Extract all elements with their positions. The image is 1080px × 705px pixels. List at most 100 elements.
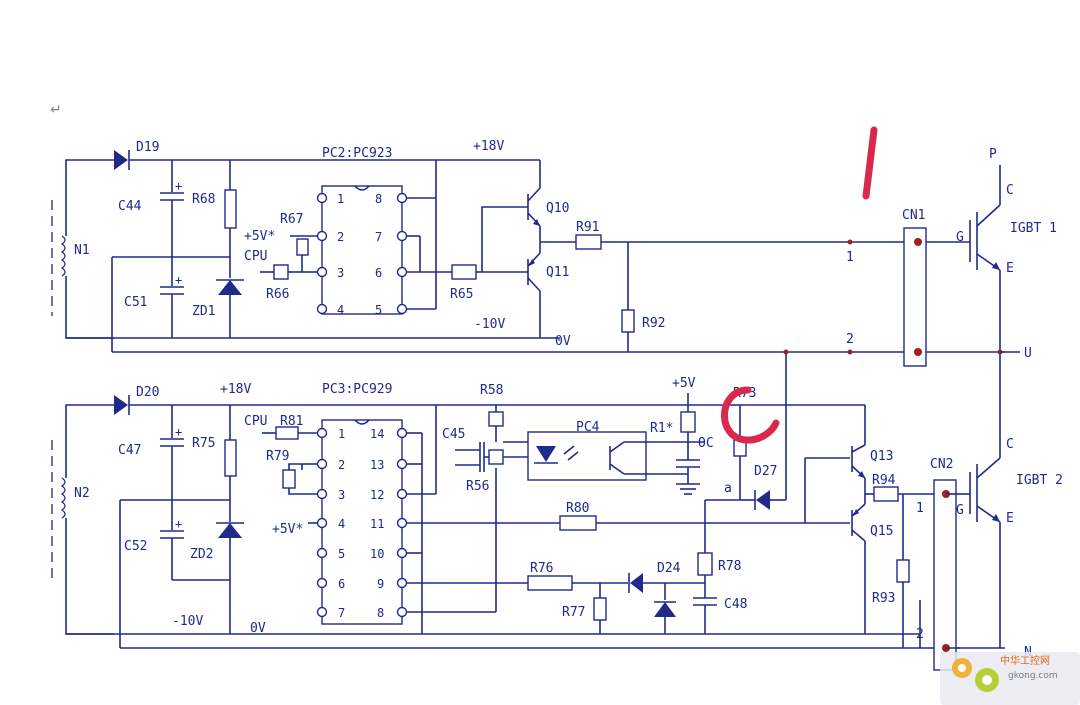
label-cpu-upper: CPU <box>244 249 267 264</box>
svg-text:+: + <box>175 425 182 439</box>
label-r94: R94 <box>872 473 896 488</box>
svg-text:+: + <box>175 517 182 531</box>
svg-text:1: 1 <box>338 427 345 441</box>
optocoupler-pc2: PC2:PC923 1 2 3 4 8 7 6 5 <box>316 146 408 317</box>
connector-cn2: CN2 1 2 <box>916 457 957 671</box>
label-r91: R91 <box>576 220 599 235</box>
return-mark: ↵ <box>50 102 62 118</box>
svg-text:2: 2 <box>337 230 344 244</box>
label-d24: D24 <box>657 561 681 576</box>
svg-text:2: 2 <box>338 458 345 472</box>
label-r67: R67 <box>280 212 303 227</box>
label-pc2: PC2:PC923 <box>322 146 392 161</box>
label-igbt2: IGBT 2 <box>1016 473 1063 488</box>
upper-driver-circuit: N1 D19 + + C44 C51 R68 <box>51 139 1005 367</box>
label-r76: R76 <box>530 561 553 576</box>
label-g-bottom: G <box>956 503 964 518</box>
svg-text:9: 9 <box>377 577 384 591</box>
label-q13: Q13 <box>870 449 893 464</box>
watermark-logo: 中华工控网 gkong.com <box>940 652 1080 705</box>
svg-text:+: + <box>175 179 182 193</box>
label-r65: R65 <box>450 287 473 302</box>
label-r79: R79 <box>266 449 289 464</box>
label-c47: C47 <box>118 443 141 458</box>
igbt-section: P C G E IGBT 1 U C <box>926 147 1063 660</box>
label-zd1: ZD1 <box>192 304 215 319</box>
label-c48: C48 <box>724 597 747 612</box>
svg-text:+: + <box>175 273 182 287</box>
diode-d19: D19 <box>114 140 159 170</box>
label-q11: Q11 <box>546 265 569 280</box>
label-n2: N2 <box>74 486 90 501</box>
label-0v-upper: 0V <box>555 334 571 349</box>
svg-text:4: 4 <box>338 517 345 531</box>
transistor-q15: Q15 <box>851 503 893 634</box>
svg-text:6: 6 <box>338 577 345 591</box>
handwritten-annotations <box>721 126 878 444</box>
label-p: P <box>989 147 997 162</box>
svg-text:11: 11 <box>370 517 384 531</box>
label-cn1-pin1: 1 <box>846 250 854 265</box>
svg-text:13: 13 <box>370 458 384 472</box>
label-g-top: G <box>956 230 964 245</box>
optocoupler-pc3: PC3:PC929 1 2 3 4 5 6 7 14 13 12 11 10 9… <box>316 382 408 625</box>
transformer-n2: N2 <box>51 440 90 580</box>
label-node-a: a <box>724 481 732 496</box>
igbt2-symbol: C G E IGBT 2 <box>956 437 1063 648</box>
label-d19: D19 <box>136 140 159 155</box>
label-c52: C52 <box>124 539 147 554</box>
label-c45: C45 <box>442 427 465 442</box>
label-r68: R68 <box>192 192 215 207</box>
label-neg10v-upper: -10V <box>474 317 505 332</box>
svg-text:4: 4 <box>337 303 344 317</box>
svg-text:10: 10 <box>370 547 384 561</box>
svg-text:7: 7 <box>338 606 345 620</box>
optocoupler-pc4: PC4 <box>527 420 647 481</box>
watermark-cn: 中华工控网 <box>1000 654 1050 667</box>
label-d27: D27 <box>754 464 777 479</box>
label-n1: N1 <box>74 243 90 258</box>
label-u: U <box>1024 346 1032 361</box>
label-q15: Q15 <box>870 524 893 539</box>
label-cn2: CN2 <box>930 457 953 472</box>
label-plus5v: +5V <box>672 376 696 391</box>
svg-text:5: 5 <box>375 303 382 317</box>
label-r1: R1* <box>650 421 673 436</box>
svg-text:7: 7 <box>375 230 382 244</box>
label-0v-lower: 0V <box>250 621 266 636</box>
svg-text:5: 5 <box>338 547 345 561</box>
transformer-n1: N1 <box>51 200 90 316</box>
svg-text:8: 8 <box>375 192 382 206</box>
label-pc4: PC4 <box>576 420 600 435</box>
label-e-bottom: E <box>1006 511 1014 526</box>
label-r56: R56 <box>466 479 489 494</box>
watermark-url: gkong.com <box>1008 671 1058 681</box>
label-oc: OC <box>698 436 714 451</box>
label-r80: R80 <box>566 501 589 516</box>
label-r66: R66 <box>266 287 289 302</box>
label-cn1-pin2: 2 <box>846 332 854 347</box>
label-c44: C44 <box>118 199 142 214</box>
label-r58: R58 <box>480 383 503 398</box>
label-r77: R77 <box>562 605 585 620</box>
label-d20: D20 <box>136 385 159 400</box>
label-18v-lower: +18V <box>220 382 251 397</box>
svg-text:6: 6 <box>375 266 382 280</box>
svg-text:12: 12 <box>370 488 384 502</box>
label-neg10v-lower: -10V <box>172 614 203 629</box>
label-plus5-upper: +5V* <box>244 229 275 244</box>
label-cn2-pin1: 1 <box>916 501 924 516</box>
transistor-q11: Q11 <box>527 252 569 338</box>
label-e-top: E <box>1006 261 1014 276</box>
label-c51: C51 <box>124 295 147 310</box>
svg-text:3: 3 <box>338 488 345 502</box>
label-pc3: PC3:PC929 <box>322 382 392 397</box>
lower-driver-circuit: N2 D20 + + C47 C52 R75 ZD2 <box>51 349 1005 671</box>
label-c-top: C <box>1006 183 1014 198</box>
label-r92: R92 <box>642 316 665 331</box>
svg-text:8: 8 <box>377 606 384 620</box>
label-zd2: ZD2 <box>190 547 213 562</box>
label-c-bottom: C <box>1006 437 1014 452</box>
label-cn1: CN1 <box>902 208 925 223</box>
